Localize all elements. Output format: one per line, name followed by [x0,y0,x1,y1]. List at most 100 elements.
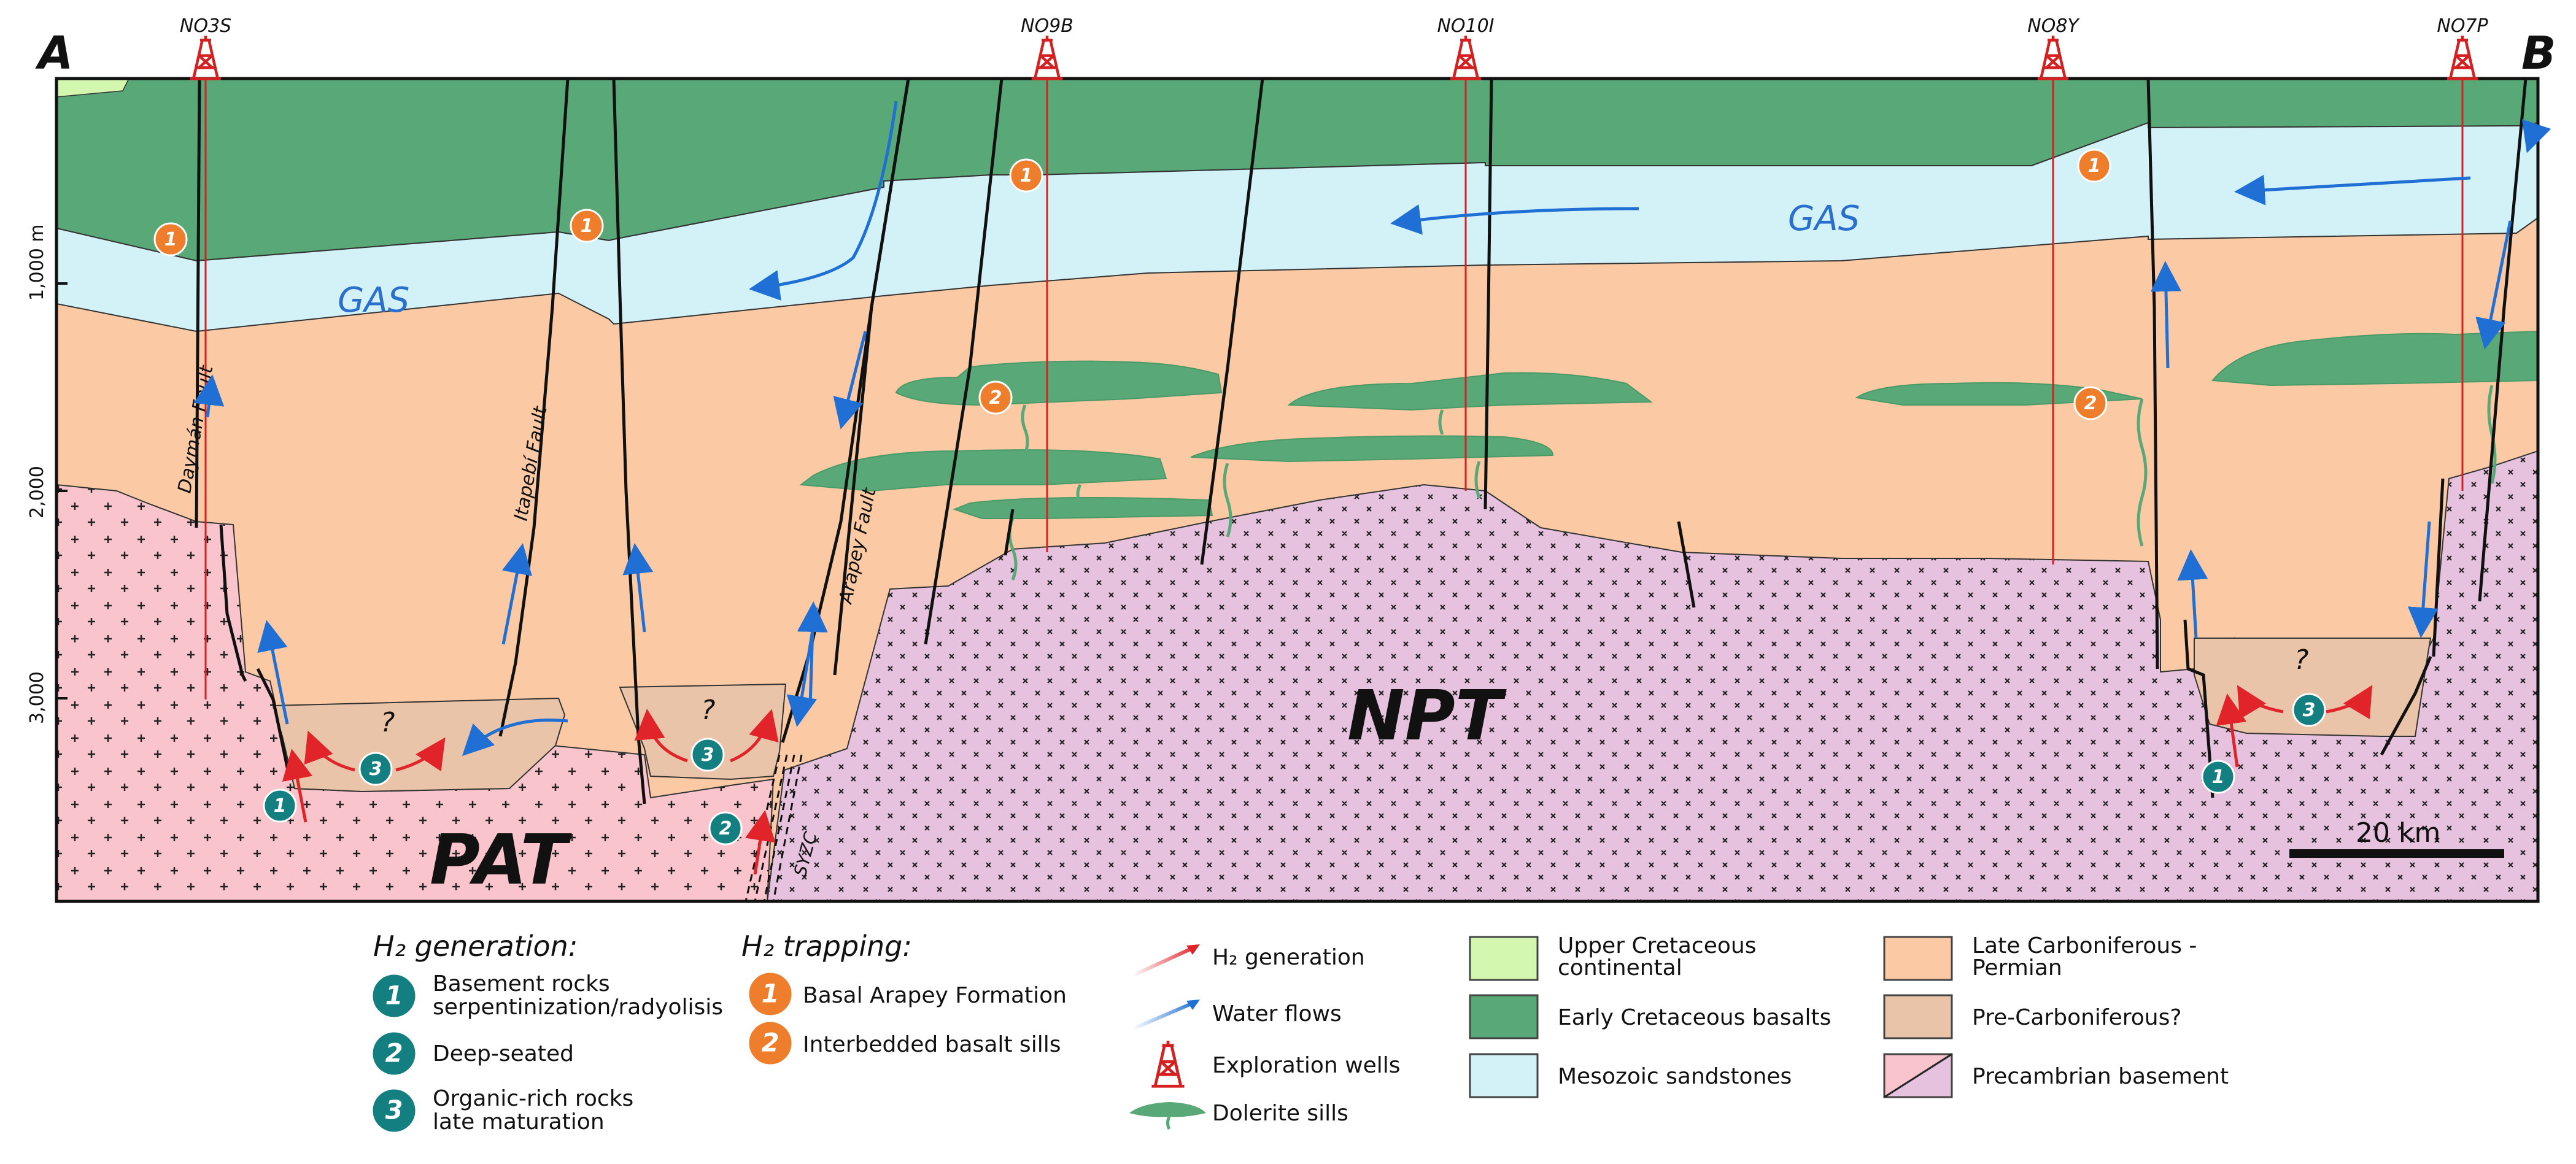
unit-legend-label: Early Cretaceous basalts [1558,1005,1831,1030]
derrick-icon [2446,36,2478,80]
unit-legend-item: Precambrian basement [1883,1053,2229,1098]
badge-number: 1 [762,979,779,1009]
unit-legend-item: Pre-Carboniferous? [1883,994,2181,1039]
generation-3-badge: 3 [2292,693,2326,727]
unit-swatch [1469,1053,1539,1098]
depth-tick-2000: 2,000 [26,466,48,518]
unit-swatch [1883,994,1953,1039]
derrick-icon [2037,36,2069,80]
unit-legend-item: Late Carboniferous -Permian [1883,933,2197,981]
generation-1-badge: 1 [2201,760,2235,794]
trapping-2-badge: 2 [978,380,1013,415]
badge-number: 1 [2212,766,2225,788]
badge-number: 2 [2084,393,2097,414]
pre-carboniferous-unit-left [272,697,566,793]
trapping-legend-label: Interbedded basalt sills [803,1032,1061,1057]
symbol-legend-label: Dolerite sills [1212,1101,1348,1126]
npt-terrane-label: NPT [1347,676,1507,756]
badge-number: 3 [702,744,714,766]
section-body [56,79,2538,901]
badge-number: 1 [385,981,403,1011]
uncertain-mark-3: ? [2294,644,2308,676]
arrowhead-icon [1186,1000,1200,1010]
unit-legend-label: Precambrian basement [1972,1064,2229,1089]
derrick-icon [1151,1041,1185,1088]
uncertain-mark-2: ? [701,695,715,726]
badge-number: 3 [2303,700,2316,721]
derrick-icon [190,36,222,80]
trapping-1-badge: 1 [570,209,604,243]
unit-legend-item: Early Cretaceous basalts [1469,994,1831,1039]
generation-legend-label: late maturation [433,1109,605,1135]
badge-number: 3 [385,1096,403,1125]
legend: H₂ generation: 1 Basement rocksserpentiniz… [371,930,2229,1135]
badge-number: 1 [2088,155,2101,177]
generation-legend-label: Basement rocks [433,971,610,996]
badge-number: 1 [1020,165,1033,187]
pre-carboniferous-unit-middle [619,683,787,780]
h2-arrow-icon [1131,944,1198,977]
unit-legend-label: Upper Cretaceous [1558,933,1756,958]
trapping-legend-label: Basal Arapey Formation [803,983,1067,1008]
scale-bar-label: 20 km [2356,817,2440,849]
npt-basement [766,450,2538,901]
unit-swatch [1883,936,1953,981]
derrick-icon [1450,36,1482,80]
well-name-label: NO7P [2437,15,2488,37]
badge-number: 2 [762,1028,779,1058]
well-name-label: NO8Y [2027,15,2080,37]
sill-icon [1129,1102,1206,1130]
badge-number: 1 [581,215,594,237]
generation-legend-badge: 3 [371,1087,417,1134]
badge-number: 2 [385,1039,403,1068]
derrick-icon [1031,36,1063,80]
symbol-legend-item: H₂ generation [1131,944,1365,977]
water-flow-arrows [193,101,2551,757]
trapping-legend-item: 2 Interbedded basalt sills [747,1020,1061,1066]
well-name-label: NO10I [1437,15,1494,37]
trapping-legend-item: 1 Basal Arapey Formation [747,971,1067,1017]
unit-swatch [1469,936,1539,981]
badge-number: 3 [369,758,382,780]
trapping-1-badge: 1 [2077,148,2111,183]
depth-axis: 1,000 m 2,000 3,000 [26,224,68,724]
h2-generation-legend-title: H₂ generation: [373,930,578,963]
symbol-legend-item: Water flows [1131,1000,1342,1031]
pat-terrane-label: PAT [430,820,572,900]
section-end-label: B [2521,27,2556,80]
water-arrow-icon [1131,1000,1198,1031]
unit-legend-label: Mesozoic sandstones [1558,1064,1792,1089]
uncertain-mark-1: ? [381,707,395,738]
well-name-label: NO3S [180,15,231,37]
generation-legend-item: 2 Deep-seated [371,1030,574,1077]
generation-legend-label: Deep-seated [433,1041,574,1066]
generation-2-badge: 2 [708,811,743,846]
trapping-legend-badge: 2 [747,1020,794,1066]
generation-legend-badge: 2 [371,1030,417,1077]
symbol-legend-item: Dolerite sills [1129,1101,1348,1130]
generation-legend-label: serpentinization/radyolisis [433,995,723,1020]
dolerite-sills [799,330,2538,519]
badge-number: 1 [164,229,177,250]
unit-legend-label: Permian [1972,955,2062,981]
scale-bar: 20 km [2289,817,2504,858]
scale-bar-line [2289,849,2504,858]
arrowhead-icon [1186,944,1200,955]
generation-3-badge: 3 [358,752,393,786]
faults [195,79,2528,804]
gas-label-right: GAS [1788,199,1860,239]
unit-legend-item: Mesozoic sandstones [1469,1053,1792,1098]
trapping-1-badge: 1 [153,222,188,256]
section-start-label: A [35,27,73,80]
unit-swatch [1469,994,1539,1039]
unit-legend-label: Pre-Carboniferous? [1972,1005,2181,1030]
symbol-legend-item: Exploration wells [1151,1041,1401,1088]
symbol-legend-label: Water flows [1212,1001,1342,1027]
generation-legend-badge: 1 [371,973,417,1019]
